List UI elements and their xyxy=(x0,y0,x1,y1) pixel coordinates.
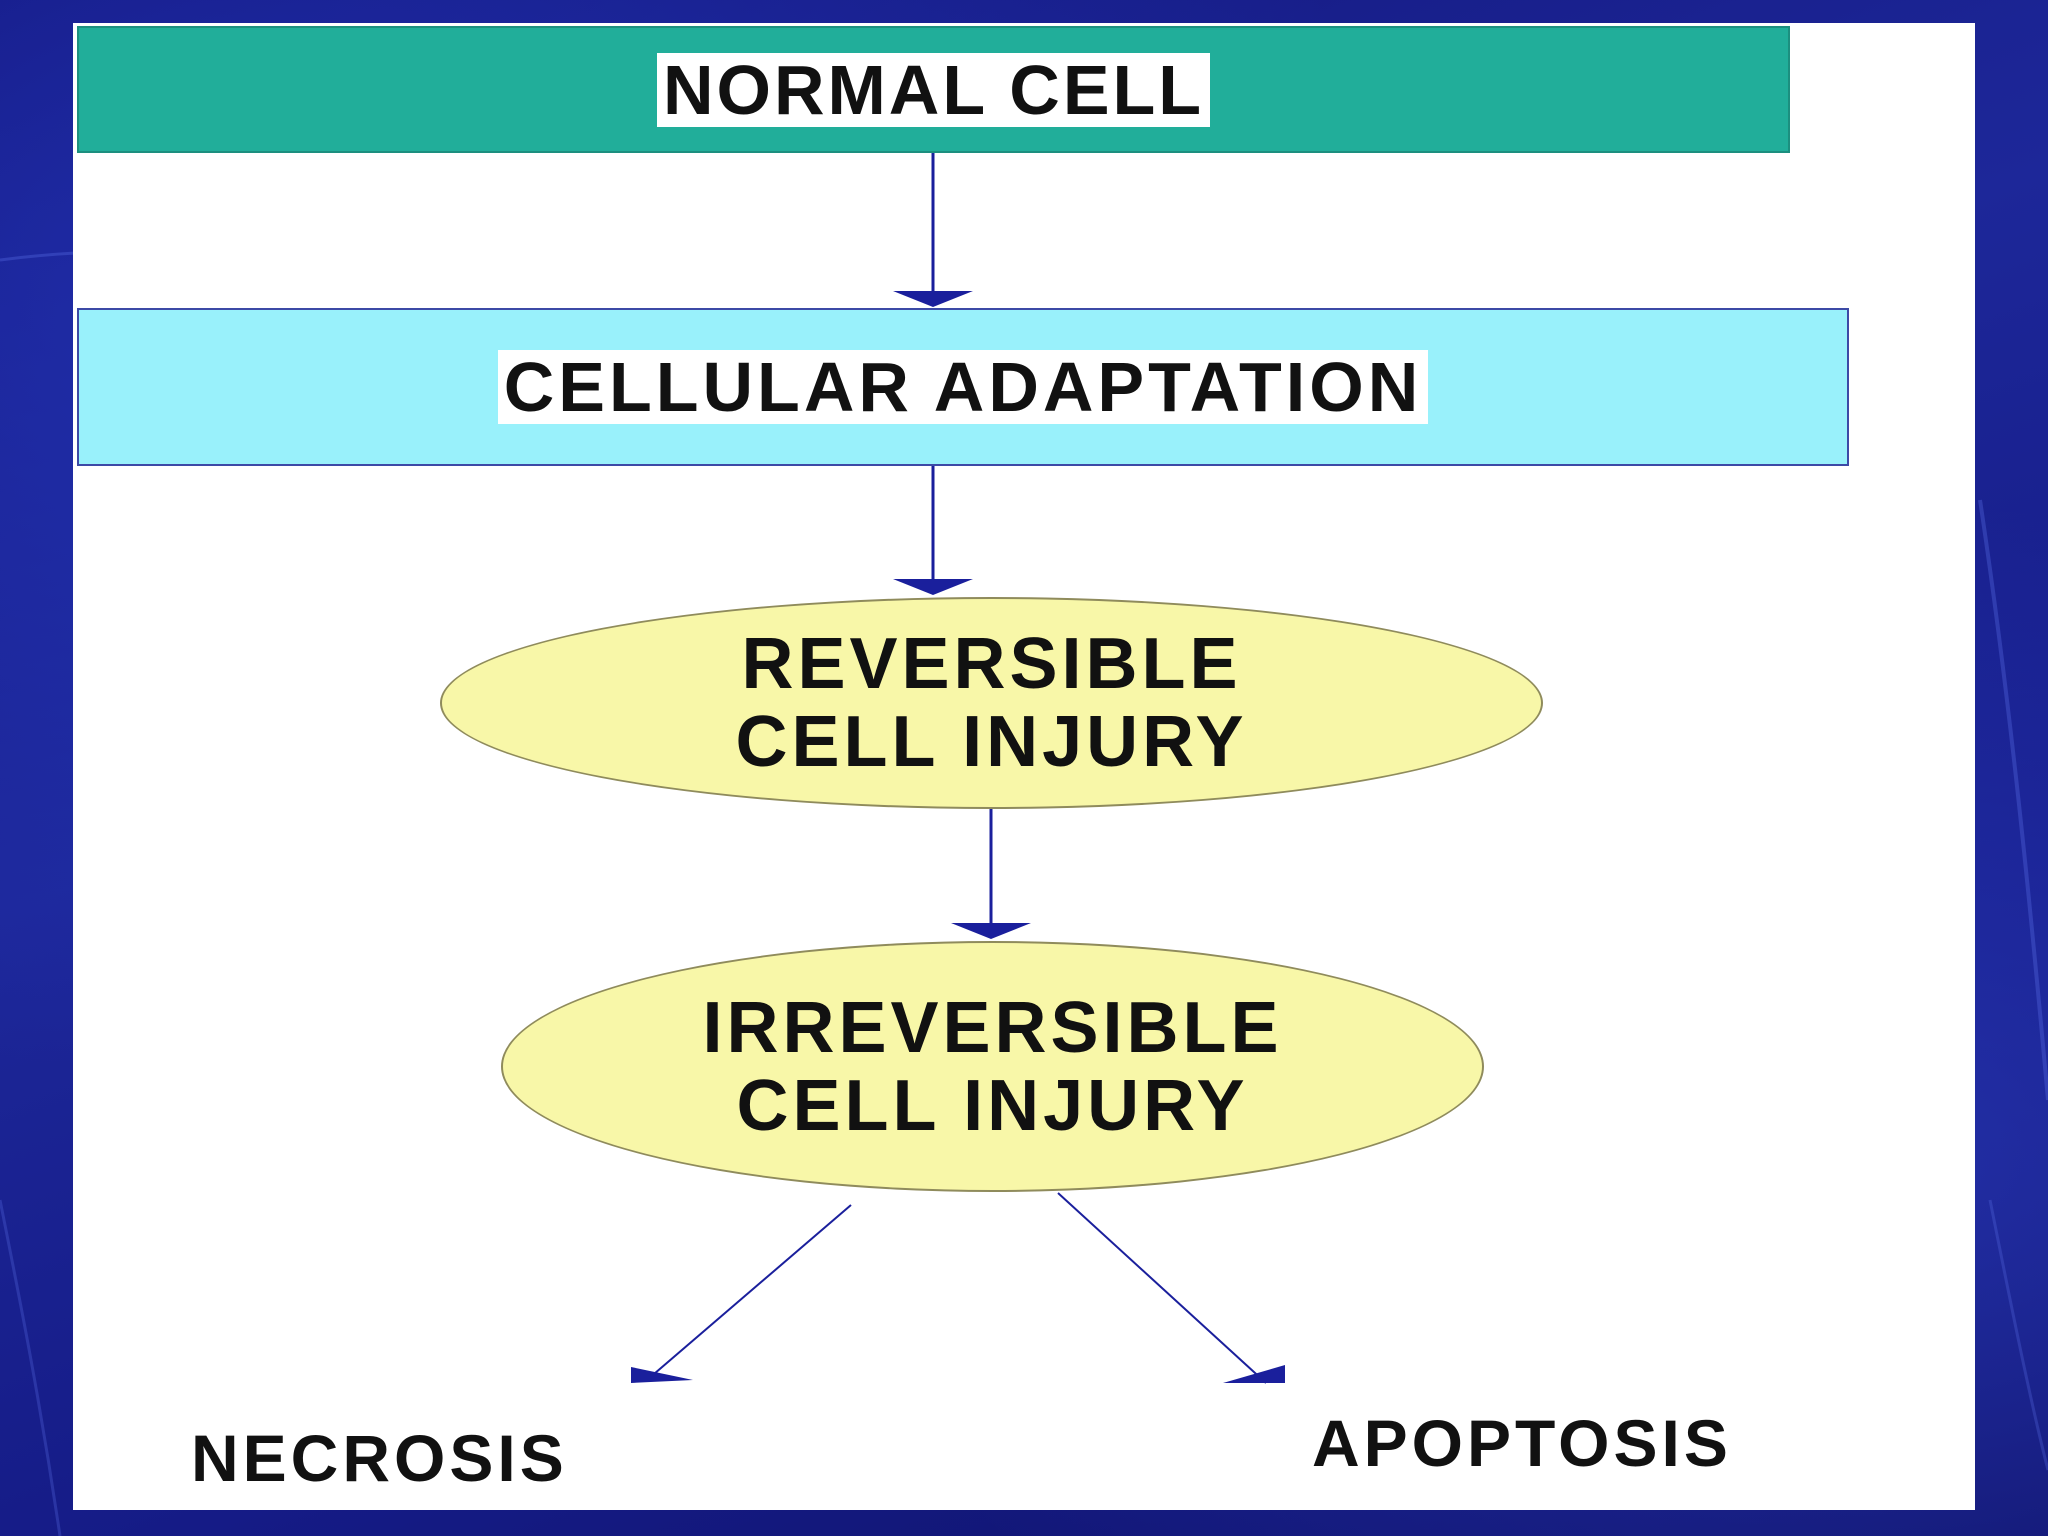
flow-arrows xyxy=(631,153,1285,1384)
node-necrosis: NECROSIS xyxy=(191,1421,568,1495)
node-irreversible-cell-injury: IRREVERSIBLE CELL INJURY xyxy=(501,941,1484,1192)
diagram-panel: NORMAL CELL CELLULAR ADAPTATION REVERSIB… xyxy=(73,23,1975,1510)
node-reversible-line1: REVERSIBLE xyxy=(741,624,1242,704)
node-normal-cell: NORMAL CELL xyxy=(77,26,1790,153)
node-normal-cell-label: NORMAL CELL xyxy=(656,52,1211,127)
node-cellular-adaptation-label: CELLULAR ADAPTATION xyxy=(497,350,1429,424)
node-irreversible-line1: IRREVERSIBLE xyxy=(702,987,1283,1068)
arrow-adaptation-to-reversible xyxy=(893,466,973,595)
arrow-reversible-to-irreversible xyxy=(951,809,1031,939)
arrow-normal-to-adaptation xyxy=(893,153,973,307)
node-cellular-adaptation: CELLULAR ADAPTATION xyxy=(77,308,1849,466)
node-reversible-line2: CELL INJURY xyxy=(735,702,1248,782)
node-reversible-cell-injury: REVERSIBLE CELL INJURY xyxy=(440,597,1543,809)
arrow-irreversible-to-necrosis xyxy=(631,1204,852,1383)
node-irreversible-line2: CELL INJURY xyxy=(736,1065,1249,1146)
node-apoptosis: APOPTOSIS xyxy=(1312,1406,1732,1480)
arrow-irreversible-to-apoptosis xyxy=(1057,1192,1285,1384)
